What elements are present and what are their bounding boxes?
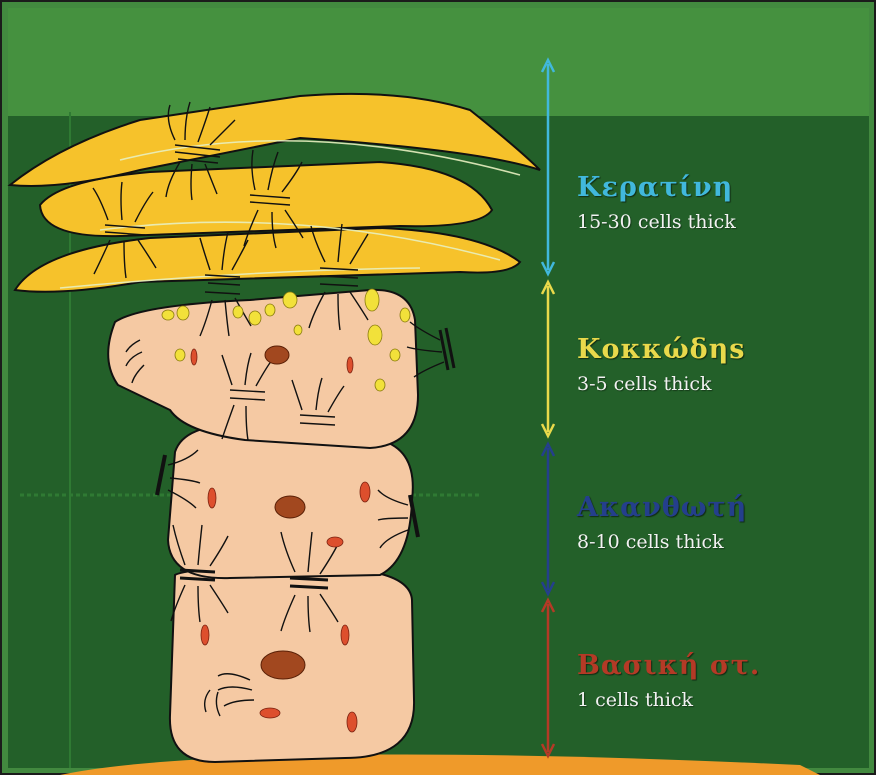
background-highlight: [8, 8, 869, 116]
basal-layer-name: Βασική στ.: [577, 650, 760, 681]
keratin-layer-thickness: 15-30 cells thick: [577, 211, 736, 233]
spinous-layer-label: Ακανθωτή 8-10 cells thick: [577, 492, 747, 553]
keratin-layer-label: Κερατίνη 15-30 cells thick: [577, 172, 736, 233]
basal-layer-thickness: 1 cells thick: [577, 689, 760, 711]
spinous-layer-thickness: 8-10 cells thick: [577, 531, 747, 553]
granular-layer-name: Κοκκώδηs: [577, 334, 746, 365]
granular-layer-thickness: 3-5 cells thick: [577, 373, 746, 395]
keratin-layer-name: Κερατίνη: [577, 172, 736, 203]
granular-layer-label: Κοκκώδηs 3-5 cells thick: [577, 334, 746, 395]
basal-layer-label: Βασική στ. 1 cells thick: [577, 650, 760, 711]
spinous-layer-name: Ακανθωτή: [577, 492, 747, 523]
